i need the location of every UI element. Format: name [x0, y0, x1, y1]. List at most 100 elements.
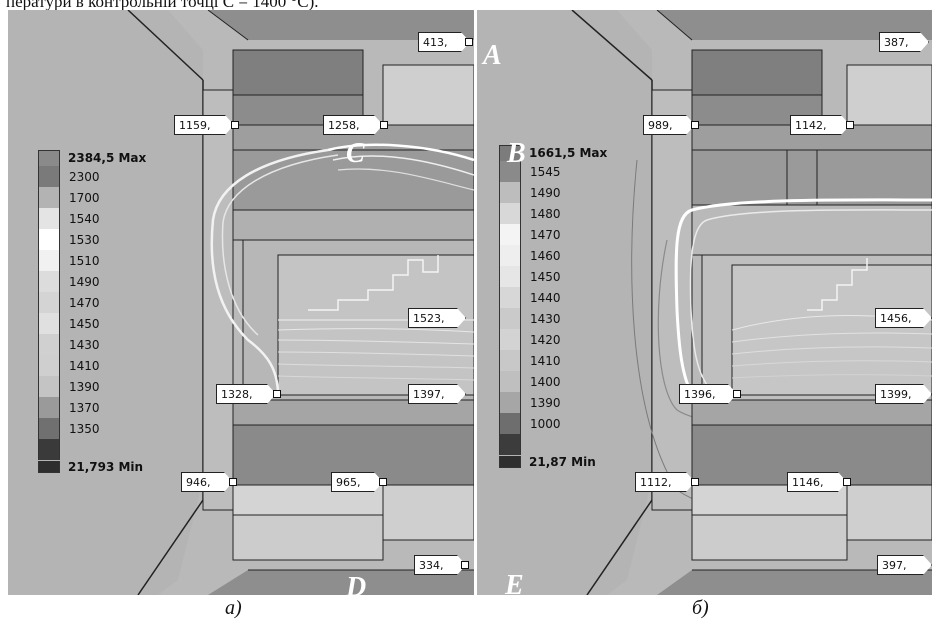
legend-min-label: 21,793 Min [68, 460, 144, 474]
legend-label: 1490 [530, 185, 561, 200]
legend-row: 1460 [499, 245, 607, 266]
legend-swatch [499, 329, 521, 350]
legend-swatch [499, 287, 521, 308]
temperature-field-panel-a: 2384,5 Max 2300 1700 1540 1530 1510 1490 1470 1… [8, 10, 474, 595]
legend-row: 1470 [499, 224, 607, 245]
probe-tag: 1159, [174, 115, 234, 135]
legend-swatch [499, 392, 521, 413]
legend-row: 1510 [38, 250, 146, 271]
legend-row: 1490 [38, 271, 146, 292]
legend-swatch [38, 229, 60, 250]
probe-tag: 1456, [875, 308, 932, 328]
point-label-b: B [507, 138, 526, 169]
legend-row: 1430 [499, 308, 607, 329]
caption-panel-b: б) [692, 597, 709, 619]
legend-label: 1530 [69, 232, 100, 247]
legend-swatch [38, 397, 60, 418]
legend-row: 1420 [499, 329, 607, 350]
legend-max-label: 1661,5 Max [529, 146, 608, 160]
legend-label: 1430 [530, 311, 561, 326]
legend-row: 1450 [499, 266, 607, 287]
legend-row: 1490 [499, 182, 607, 203]
legend-label: 1460 [530, 248, 561, 263]
legend-row: 1400 [499, 371, 607, 392]
probe-point [843, 478, 851, 486]
page-top-text: ператури в контрольній точці C = 1400 °C… [6, 0, 319, 11]
caption-panel-a: а) [225, 597, 242, 619]
legend-row: 2300 [38, 166, 146, 187]
probe-point [733, 390, 741, 398]
legend-label: 1510 [69, 253, 100, 268]
legend-row: 1480 [499, 203, 607, 224]
probe-point [231, 121, 239, 129]
legend-row: 1545 [499, 161, 607, 182]
legend-swatch [499, 413, 521, 434]
probe-point [461, 561, 469, 569]
legend-label: 1410 [69, 358, 100, 373]
legend-label: 1390 [69, 379, 100, 394]
point-label-d: D [346, 572, 367, 595]
legend-label: 1440 [530, 290, 561, 305]
legend-label: 1450 [69, 316, 100, 331]
legend-label: 1470 [69, 295, 100, 310]
legend-swatch [499, 434, 521, 455]
legend-swatch [499, 371, 521, 392]
probe-tag: 1328, [216, 384, 276, 404]
legend-row: 1700 [38, 187, 146, 208]
legend-swatch [499, 203, 521, 224]
legend-row: 1440 [499, 287, 607, 308]
legend-panel-a: 2384,5 Max 2300 1700 1540 1530 1510 1490 1470 1… [38, 150, 146, 474]
legend-row [499, 434, 607, 455]
legend-swatch [38, 355, 60, 376]
legend-label: 1700 [69, 190, 100, 205]
legend-label: 2300 [69, 169, 100, 184]
legend-row: 1390 [38, 376, 146, 397]
probe-tag: 1142, [790, 115, 850, 135]
legend-swatch [499, 350, 521, 371]
point-label-c: C [346, 138, 365, 169]
legend-swatch [38, 271, 60, 292]
probe-tag: 946, [181, 472, 233, 492]
legend-label: 1430 [69, 337, 100, 352]
probe-tag: 1523, [408, 308, 466, 328]
probe-point [846, 121, 854, 129]
legend-swatch [499, 182, 521, 203]
legend-label: 1410 [530, 353, 561, 368]
legend-label: 1490 [69, 274, 100, 289]
probe-tag: 1399, [875, 384, 932, 404]
probe-tag: 1397, [408, 384, 466, 404]
probe-tag: 965, [331, 472, 383, 492]
legend-label: 1420 [530, 332, 561, 347]
legend-swatch [38, 376, 60, 397]
point-label-a: A [483, 40, 502, 71]
legend-row: 1000 [499, 413, 607, 434]
legend-label: 1370 [69, 400, 100, 415]
legend-row: 1410 [38, 355, 146, 376]
legend-row: 1450 [38, 313, 146, 334]
legend-swatch [38, 292, 60, 313]
legend-swatch [38, 166, 60, 187]
legend-row: 1410 [499, 350, 607, 371]
probe-point [229, 478, 237, 486]
legend-min-label: 21,87 Min [529, 455, 596, 469]
legend-swatch [38, 439, 60, 460]
legend-row: 1470 [38, 292, 146, 313]
legend-row: 1530 [38, 229, 146, 250]
legend-label: 1000 [530, 416, 561, 431]
probe-tag: 1112, [635, 472, 695, 492]
legend-swatch [499, 245, 521, 266]
legend-label: 1350 [69, 421, 100, 436]
legend-label: 1390 [530, 395, 561, 410]
probe-point [380, 121, 388, 129]
legend-swatch [38, 418, 60, 439]
legend-label: 1400 [530, 374, 561, 389]
legend-row: 1370 [38, 397, 146, 418]
legend-label: 1540 [69, 211, 100, 226]
legend-max-label: 2384,5 Max [68, 151, 147, 165]
legend-swatch [38, 313, 60, 334]
probe-point [273, 390, 281, 398]
probe-tag: 413, [418, 32, 470, 52]
legend-row: 1390 [499, 392, 607, 413]
probe-tag: 334, [414, 555, 466, 575]
